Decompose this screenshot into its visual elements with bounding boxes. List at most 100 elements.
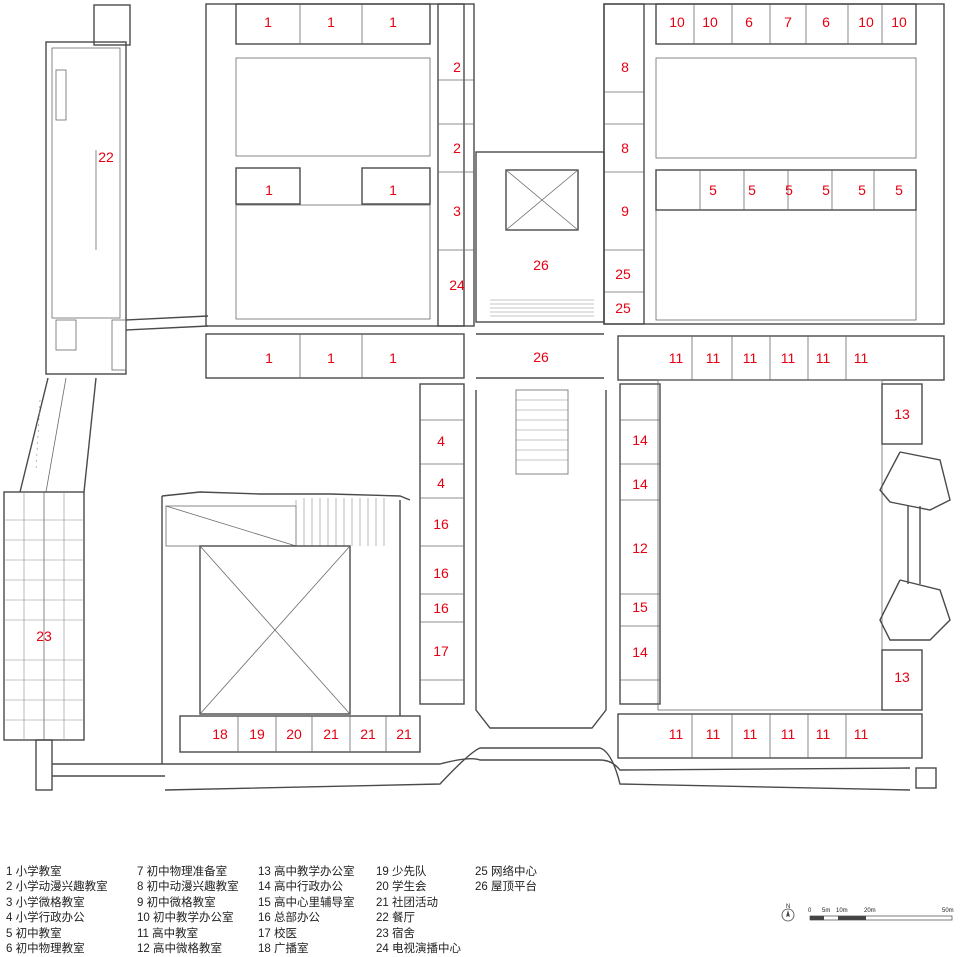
legend-item: 9 初中微格教室 bbox=[137, 896, 216, 909]
room-label: 1 bbox=[389, 350, 397, 366]
primary-school-block bbox=[205, 3, 475, 379]
room-label: 5 bbox=[748, 182, 756, 198]
legend-item: 5 初中教室 bbox=[6, 927, 62, 940]
room-label: 1 bbox=[265, 182, 273, 198]
room-label: 11 bbox=[706, 726, 721, 742]
room-label: 21 bbox=[360, 726, 376, 742]
north-arrow-icon bbox=[781, 908, 795, 922]
legend-column-1: 1 小学教室 2 小学动漫兴趣教室 3 小学微格教室 4 小学行政办公 5 初中… bbox=[6, 865, 108, 957]
room-label: 11 bbox=[743, 350, 758, 366]
room-labels: 1 1 1 10 10 6 7 6 10 10 2 8 22 2 8 1 1 3… bbox=[36, 14, 910, 742]
legend-item: 24 电视演播中心 bbox=[376, 942, 461, 955]
room-label: 26 bbox=[533, 349, 549, 365]
legend-item: 6 初中物理教室 bbox=[6, 942, 85, 955]
room-label: 10 bbox=[702, 14, 718, 30]
room-label: 11 bbox=[854, 726, 869, 742]
room-label: 11 bbox=[854, 350, 869, 366]
room-label: 14 bbox=[632, 432, 648, 448]
north-label: N bbox=[786, 904, 790, 910]
legend-item: 21 社团活动 bbox=[376, 896, 438, 909]
legend-item: 10 初中教学办公室 bbox=[137, 912, 234, 925]
legend-item: 1 小学教室 bbox=[6, 866, 62, 878]
room-label: 11 bbox=[816, 350, 831, 366]
room-label: 21 bbox=[396, 726, 412, 742]
room-label: 18 bbox=[212, 726, 228, 742]
room-label: 5 bbox=[858, 182, 866, 198]
high-school-block bbox=[617, 335, 951, 759]
scale-tick: 50m bbox=[942, 908, 954, 914]
room-label: 11 bbox=[669, 726, 684, 742]
room-label: 17 bbox=[433, 643, 449, 659]
scale-tick: 20m bbox=[864, 908, 876, 914]
room-label: 1 bbox=[264, 14, 272, 30]
dining-hall-block bbox=[45, 4, 209, 375]
room-label: 8 bbox=[621, 59, 629, 75]
legend-item: 20 学生会 bbox=[376, 881, 427, 894]
legend-item: 2 小学动漫兴趣教室 bbox=[6, 881, 108, 894]
room-label: 26 bbox=[533, 257, 549, 273]
room-label: 21 bbox=[323, 726, 339, 742]
room-label: 13 bbox=[894, 406, 910, 422]
central-terrace bbox=[475, 151, 607, 729]
room-label: 16 bbox=[433, 600, 449, 616]
legend-item: 23 宿舍 bbox=[376, 927, 415, 940]
room-label: 5 bbox=[822, 182, 830, 198]
room-label: 23 bbox=[36, 628, 52, 644]
legend-item: 22 餐厅 bbox=[376, 912, 415, 925]
room-label: 19 bbox=[249, 726, 265, 742]
scale-tick: 0 bbox=[808, 908, 812, 914]
legend-column-3: 13 高中教学办公室 14 高中行政办公 15 高中心里辅导室 16 总部办公 … bbox=[258, 865, 355, 957]
legend-item: 15 高中心里辅导室 bbox=[258, 896, 355, 909]
room-label: 20 bbox=[286, 726, 302, 742]
legend-item: 19 少先队 bbox=[376, 866, 427, 878]
activity-wing bbox=[161, 491, 421, 764]
room-label: 14 bbox=[632, 476, 648, 492]
room-label: 22 bbox=[98, 149, 114, 165]
room-label: 1 bbox=[389, 14, 397, 30]
room-label: 16 bbox=[433, 565, 449, 581]
room-label: 11 bbox=[816, 726, 831, 742]
room-label: 12 bbox=[632, 540, 648, 556]
room-label: 16 bbox=[433, 516, 449, 532]
room-label: 24 bbox=[449, 277, 465, 293]
room-label: 10 bbox=[669, 14, 685, 30]
legend-item: 26 屋顶平台 bbox=[475, 881, 537, 894]
room-label: 2 bbox=[453, 59, 461, 75]
legend-item: 4 小学行政办公 bbox=[6, 912, 85, 925]
legend-item: 11 高中教室 bbox=[137, 927, 199, 940]
room-label: 25 bbox=[615, 266, 631, 282]
room-label: 1 bbox=[327, 14, 335, 30]
scale-bar: N 0 5m 10m 20m 50m bbox=[781, 904, 954, 922]
legend-item: 12 高中微格教室 bbox=[137, 942, 222, 955]
room-label: 3 bbox=[453, 203, 461, 219]
room-label: 4 bbox=[437, 433, 445, 449]
room-label: 11 bbox=[781, 350, 796, 366]
room-label: 5 bbox=[895, 182, 903, 198]
room-label: 11 bbox=[743, 726, 758, 742]
room-label: 25 bbox=[615, 300, 631, 316]
room-label: 6 bbox=[745, 14, 753, 30]
room-label: 4 bbox=[437, 475, 445, 491]
south-arcade bbox=[164, 747, 937, 791]
legend-column-5: 25 网络中心 26 屋顶平台 bbox=[475, 865, 537, 896]
room-label: 1 bbox=[327, 350, 335, 366]
legend-column-2: 7 初中物理准备室 8 初中动漫兴趣教室 9 初中微格教室 10 初中教学办公室… bbox=[137, 865, 239, 957]
room-label: 6 bbox=[822, 14, 830, 30]
west-link-bridge bbox=[19, 377, 97, 493]
room-label: 5 bbox=[785, 182, 793, 198]
room-label: 5 bbox=[709, 182, 717, 198]
scale-tick: 5m bbox=[822, 908, 830, 914]
room-label: 1 bbox=[389, 182, 397, 198]
legend-item: 18 广播室 bbox=[258, 942, 309, 955]
legend-item: 14 高中行政办公 bbox=[258, 881, 343, 894]
middle-school-block bbox=[603, 3, 945, 325]
room-label: 8 bbox=[621, 140, 629, 156]
room-label: 10 bbox=[891, 14, 907, 30]
room-label: 2 bbox=[453, 140, 461, 156]
legend-column-4: 19 少先队 20 学生会 21 社团活动 22 餐厅 23 宿舍 24 电视演… bbox=[376, 865, 461, 957]
room-label: 10 bbox=[858, 14, 874, 30]
room-label: 13 bbox=[894, 669, 910, 685]
legend-item: 3 小学微格教室 bbox=[6, 896, 85, 909]
admin-wing-west bbox=[419, 383, 465, 705]
